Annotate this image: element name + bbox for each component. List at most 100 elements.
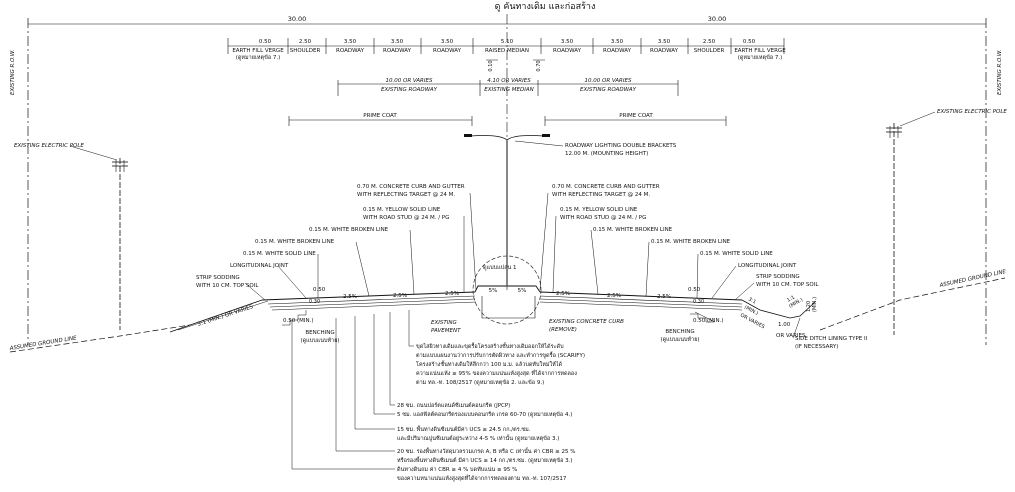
lane-label: ROADWAY <box>603 48 632 54</box>
leader <box>277 265 307 299</box>
leader <box>552 215 557 293</box>
side-ditch: (IF NECESSARY) <box>795 344 838 350</box>
existing-curb: (REMOVE) <box>549 327 577 333</box>
leader <box>711 265 737 299</box>
note-scarify: ความแน่นแห้ง ≥ 95% ของความแน่นแห้งสูงสุด… <box>416 369 577 377</box>
leader <box>514 140 564 147</box>
strip-sodding-left: WITH 10 CM. TOP SOIL <box>196 283 259 289</box>
ditch-dim: 1.00 <box>778 322 791 328</box>
row-width-right: 30.00 <box>708 15 727 23</box>
electric-pole-right <box>886 123 902 335</box>
side-ditch: SIDE DITCH LINING TYPE II <box>795 336 868 342</box>
note-scarify: โครงสร้างชั้นทางเดิมให้ลึกกว่า 100 ม.ม. … <box>416 360 563 368</box>
yellow-line-left: WITH ROAD STUD @ 24 M. / PG <box>363 215 449 221</box>
layer-5: ของความหนาแน่นแห้งสูงสุดที่ได้จากการทดลอ… <box>397 474 567 482</box>
white-broken-right-1: 0.15 M. WHITE BROKEN LINE <box>593 227 673 233</box>
grade: 2.5% <box>607 293 621 299</box>
existing-label: EXISTING MEDIAN <box>484 87 533 93</box>
leader <box>539 192 549 291</box>
benching-label-left: BENCHING <box>305 330 334 336</box>
lane-labels: EARTH FILL VERGE (ดูหมายเหตุข้อ 7.) SHOU… <box>232 48 786 61</box>
note-scarify: ตาม ทล.-ท. 108/2517 (ดูหมายเหตุข้อ 2. แล… <box>416 379 544 386</box>
layer-4: หรือรองพื้นทางดินซีเมนต์ มีค่า UCS ≥ 14 … <box>397 456 573 464</box>
curb-label-left: 0.70 M. CONCRETE CURB AND GUTTER <box>357 184 465 190</box>
yellow-line-right: WITH ROAD STUD @ 24 M. / PG <box>560 215 646 221</box>
slope-right: 3:1 <box>747 296 757 305</box>
grade: 2.5% <box>556 291 570 297</box>
row-label-right: EXISTING R.O.W. <box>997 49 1003 95</box>
lane-ticks <box>227 38 785 54</box>
strip-sodding-right: WITH 10 CM. TOP SOIL <box>756 282 819 288</box>
lane-width: 3.50 <box>344 39 357 45</box>
dim: 0.30 <box>309 299 320 305</box>
lane-width: 0.50 <box>259 39 272 45</box>
lane-width: 5.10 <box>501 39 514 45</box>
dim-min-right: 0.50 (MIN.) <box>693 318 724 324</box>
ditch-dim: (MIN.) <box>812 297 818 312</box>
detail-circle <box>472 255 542 325</box>
median-dim: 0.10 <box>488 60 494 71</box>
leader <box>590 229 599 295</box>
existing-width: 10.00 OR VARIES <box>585 78 632 84</box>
lighting-label: ROADWAY LIGHTING DOUBLE BRACKETS <box>565 143 677 149</box>
grade: 5% <box>518 288 527 294</box>
slope-right: OR VARIES <box>739 312 765 330</box>
white-solid-left: 0.15 M. WHITE SOLID LINE <box>243 251 316 257</box>
leader <box>409 229 415 295</box>
white-broken-left-2: 0.15 M. WHITE BROKEN LINE <box>255 239 335 245</box>
dim: 0.30 <box>693 299 704 305</box>
row-width-left: 30.00 <box>288 15 307 23</box>
lane-sub: (ดูหมายเหตุข้อ 7.) <box>738 54 783 61</box>
lane-width: 3.50 <box>441 39 454 45</box>
grade: 2.5% <box>343 294 357 300</box>
lane-width: 3.50 <box>391 39 404 45</box>
median-dim: 0.70 <box>536 60 542 71</box>
lane-label: SHOULDER <box>694 48 725 54</box>
title: ดู คันทางเดิม และก่อสร้าง <box>495 1 596 12</box>
lane-label: ROADWAY <box>553 48 582 54</box>
electric-pole-label-right: EXISTING ELECTRIC POLE <box>937 109 1007 115</box>
lane-width: 2.50 <box>703 39 716 45</box>
lane-width: 3.50 <box>611 39 624 45</box>
lane-label: ROADWAY <box>336 48 365 54</box>
existing-width: 4.10 OR VARIES <box>487 78 531 84</box>
yellow-line-left: 0.15 M. YELLOW SOLID LINE <box>363 207 441 213</box>
lane-label: ROADWAY <box>650 48 679 54</box>
slope-left: 3:1 (MIN.) OR VARIES <box>197 304 255 328</box>
layer-3: 15 ซม. พื้นทางดินซีเมนต์มีค่า UCS ≥ 24.5… <box>397 425 531 433</box>
lane-label: SHOULDER <box>290 48 321 54</box>
leader <box>899 111 936 127</box>
prime-coat-label-left: PRIME COAT <box>363 113 397 119</box>
grade: 5% <box>489 288 498 294</box>
layer-1: 28 ซม. ถนนปอร์ตแลนด์ซีเมนต์คอนกรีต (JPCP… <box>397 402 510 409</box>
grade: 2.5% <box>445 291 459 297</box>
grade: 2.5% <box>657 294 671 300</box>
layer-5: ดินทางดินถม ค่า CBR ≥ 4 % บดทับแน่น ≥ 95… <box>397 466 518 473</box>
ditch-dim: OR VARIES <box>776 333 806 339</box>
lane-label: EARTH FILL VERGE <box>734 48 786 54</box>
strip-sodding-right: STRIP SODDING <box>756 274 800 280</box>
curb-label-right: WITH REFLECTING TARGET @ 24 M. <box>552 192 650 198</box>
strip-sodding-left: STRIP SODDING <box>196 275 240 281</box>
white-solid-right: 0.15 M. WHITE SOLID LINE <box>700 251 773 257</box>
benching-label-left: (ดูแบบแนบท้าย) <box>300 337 339 344</box>
leader <box>69 145 118 161</box>
existing-label: EXISTING ROADWAY <box>381 87 438 93</box>
lane-widths: 0.50 2.50 3.50 3.50 3.50 5.10 3.50 3.50 … <box>259 39 756 45</box>
longitudinal-joint-right: LONGITUDINAL JOINT <box>738 263 797 269</box>
leader <box>645 241 650 297</box>
benching-label-right: (ดูแบบแนบท้าย) <box>660 336 699 343</box>
lane-width: 2.50 <box>299 39 312 45</box>
detail-ref: ดูแบบแปลน 1 <box>483 264 517 271</box>
lane-label: ROADWAY <box>433 48 462 54</box>
lane-label: ROADWAY <box>383 48 412 54</box>
white-broken-right-2: 0.15 M. WHITE BROKEN LINE <box>651 239 731 245</box>
leader <box>792 317 801 339</box>
longitudinal-joint-left: LONGITUDINAL JOINT <box>230 263 289 269</box>
lane-width: 3.50 <box>658 39 671 45</box>
leader <box>355 241 370 297</box>
existing-width: 10.00 OR VARIES <box>386 78 433 84</box>
lane-width: 0.50 <box>743 39 756 45</box>
